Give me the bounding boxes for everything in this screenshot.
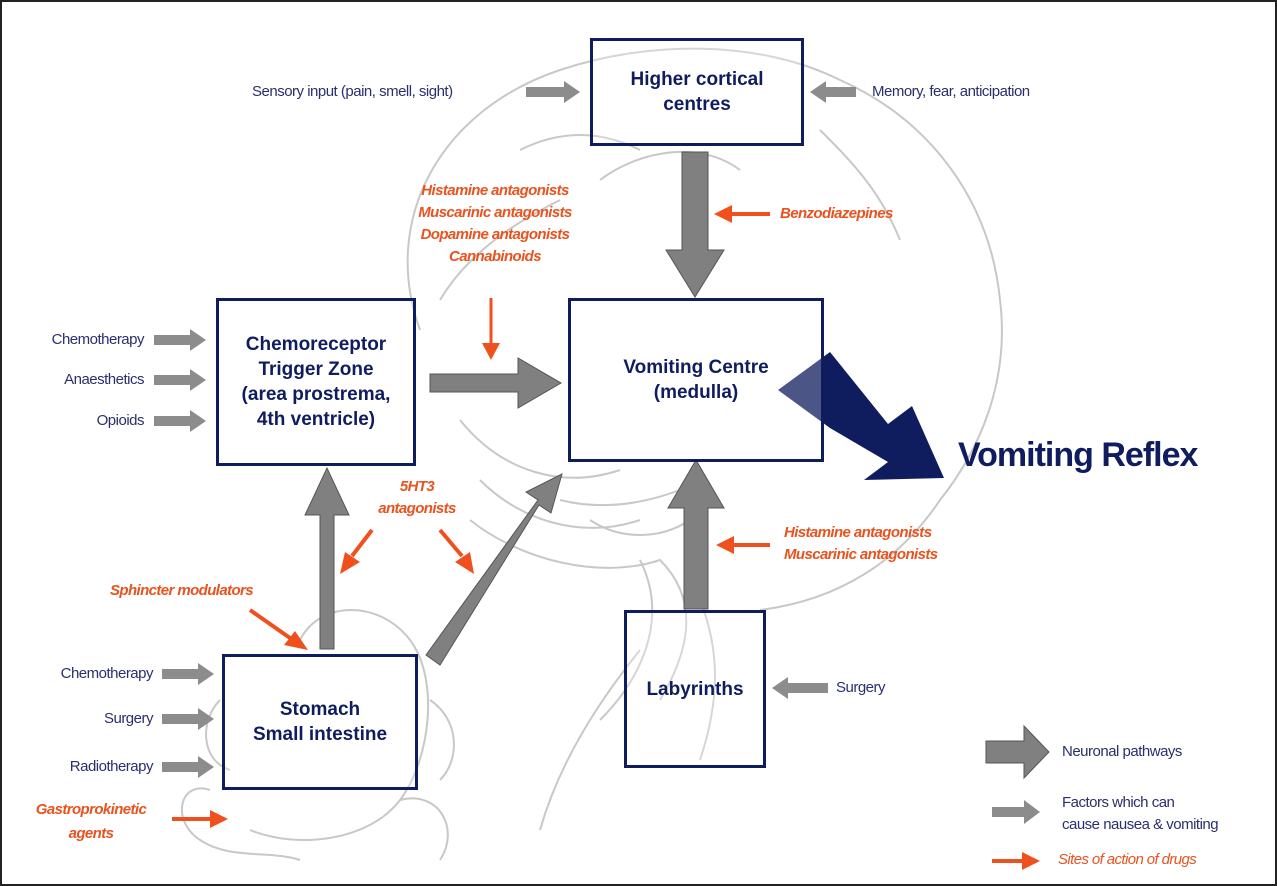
ctz-line-3: (area prostrema,	[242, 382, 391, 407]
vomiting-reflex-label: Vomiting Reflex	[958, 436, 1197, 475]
factor-arrow-stomach-1	[162, 663, 214, 685]
factor-stomach-chemotherapy: Chemotherapy	[61, 665, 153, 682]
arrow-cortical-to-vc	[666, 152, 724, 297]
vc-line-2: (medulla)	[654, 380, 738, 405]
drug-arrow-sphincter	[250, 610, 308, 650]
drug-arrow-benzodiazepines	[714, 205, 770, 223]
legend-sites-label: Sites of action of drugs	[1058, 851, 1196, 868]
factor-stomach-radiotherapy: Radiotherapy	[70, 758, 153, 775]
drug-label-ctz-vc: Histamine antagonists Muscarinic antagon…	[380, 180, 610, 268]
factor-arrow-ctz-1	[154, 329, 206, 351]
factor-arrow-stomach-3	[162, 756, 214, 778]
vc-line-1: Vomiting Centre	[623, 355, 768, 380]
factor-arrow-sensory	[526, 81, 580, 103]
legend-factors-label: Factors which can cause nausea & vomitin…	[1062, 792, 1218, 836]
stomach-box: Stomach Small intestine	[222, 654, 418, 790]
factor-ctz-chemotherapy: Chemotherapy	[52, 331, 144, 348]
ctz-line-1: Chemoreceptor	[246, 332, 386, 357]
drug-arrow-5ht3-left	[340, 530, 372, 574]
factor-labyrinth-surgery: Surgery	[836, 679, 885, 696]
stomach-line-1: Stomach	[280, 697, 360, 722]
arrow-stomach-to-ctz	[305, 468, 349, 649]
higher-cortical-line-1: Higher cortical	[630, 67, 763, 92]
drug-label-labyrinth: Histamine antagonists Muscarinic antagon…	[784, 522, 938, 566]
factor-arrow-ctz-2	[154, 369, 206, 391]
drug-label-benzodiazepines: Benzodiazepines	[780, 205, 893, 222]
chemoreceptor-trigger-zone-box: Chemoreceptor Trigger Zone (area prostre…	[216, 298, 416, 466]
arrow-ctz-to-vc	[430, 358, 561, 408]
legend-neuronal-label: Neuronal pathways	[1062, 743, 1182, 760]
legend-neuronal-arrow	[986, 726, 1049, 778]
vomiting-centre-box: Vomiting Centre (medulla)	[568, 298, 824, 462]
labyrinths-box: Labyrinths	[624, 610, 766, 768]
drug-label-5ht3: 5HT3 antagonists	[352, 476, 482, 520]
legend-factor-arrow	[992, 800, 1040, 824]
labyrinths-label: Labyrinths	[646, 677, 743, 702]
drug-label-gastroprokinetic-1: Gastroprokinetic	[16, 798, 166, 822]
factor-sensory-input: Sensory input (pain, smell, sight)	[252, 83, 453, 100]
drug-label-ctz-vc-4: Cannabinoids	[380, 246, 610, 268]
legend-factors-line-1: Factors which can	[1062, 792, 1218, 814]
drug-label-ctz-vc-3: Dopamine antagonists	[380, 224, 610, 246]
factor-arrow-labyrinth	[772, 677, 828, 699]
factor-memory: Memory, fear, anticipation	[872, 83, 1030, 100]
stomach-line-2: Small intestine	[253, 722, 387, 747]
ctz-line-2: Trigger Zone	[258, 357, 373, 382]
drug-label-5ht3-2: antagonists	[352, 498, 482, 520]
drug-arrow-labyrinth	[716, 536, 770, 554]
ctz-line-4: 4th ventricle)	[257, 407, 375, 432]
factor-ctz-anaesthetics: Anaesthetics	[64, 371, 144, 388]
drug-arrow-ctz-vc	[482, 298, 500, 360]
factor-ctz-opioids: Opioids	[97, 412, 144, 429]
drug-label-sphincter: Sphincter modulators	[110, 582, 253, 599]
drug-label-gastroprokinetic-2: agents	[16, 822, 166, 846]
legend-factors-line-2: cause nausea & vomiting	[1062, 814, 1218, 836]
drug-label-gastroprokinetic: Gastroprokinetic agents	[16, 798, 166, 846]
drug-label-5ht3-1: 5HT3	[352, 476, 482, 498]
drug-label-labyrinth-2: Muscarinic antagonists	[784, 544, 938, 566]
drug-label-ctz-vc-1: Histamine antagonists	[380, 180, 610, 202]
drug-arrow-gastroprokinetic	[172, 810, 228, 828]
drug-label-ctz-vc-2: Muscarinic antagonists	[380, 202, 610, 224]
legend-drug-arrow	[992, 852, 1040, 870]
factor-stomach-surgery: Surgery	[104, 710, 153, 727]
legend-arrows	[986, 726, 1049, 870]
factor-arrow-ctz-3	[154, 410, 206, 432]
drug-arrow-5ht3-right	[440, 530, 474, 574]
higher-cortical-line-2: centres	[663, 92, 731, 117]
drug-label-labyrinth-1: Histamine antagonists	[784, 522, 938, 544]
arrow-labyrinth-to-vc	[668, 460, 724, 609]
higher-cortical-box: Higher cortical centres	[590, 38, 804, 146]
